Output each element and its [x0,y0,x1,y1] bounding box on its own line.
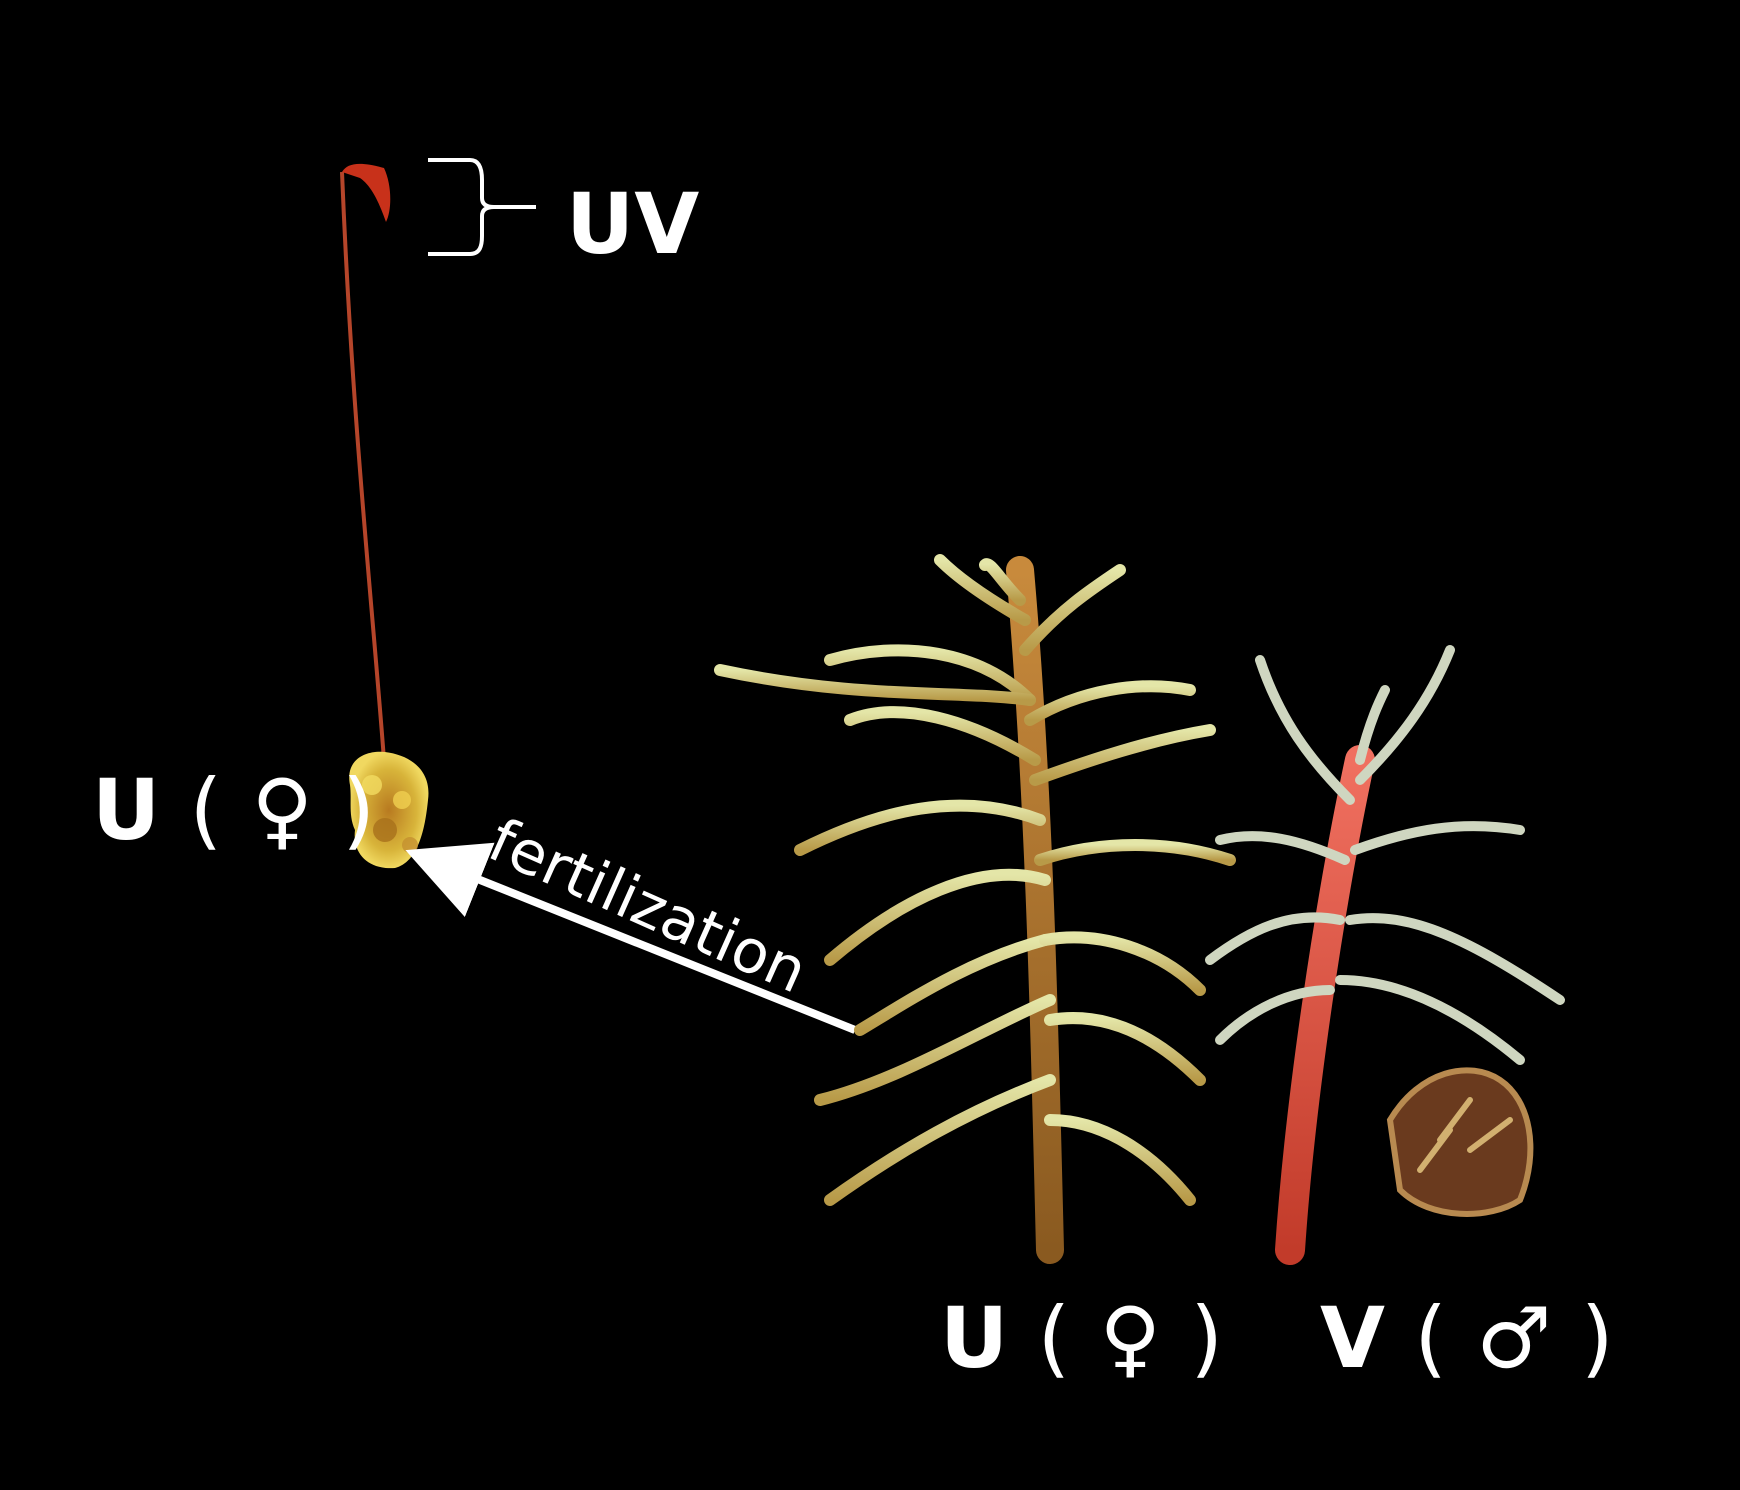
seta-stalk [340,171,386,761]
label-v-male-bottom: V ( ♂ ) [1320,1296,1614,1380]
female-gametophyte-clump [349,751,429,869]
sporophyte-capsule [342,163,391,222]
label-open-paren: ( [1414,1289,1448,1387]
label-letter: U [940,1289,1009,1387]
label-letter: U [92,761,161,859]
label-uv: UV [566,175,700,273]
female-symbol-icon: ♀ [251,761,314,859]
male-antheridial-head [1386,1067,1534,1217]
male-gametophore [1205,645,1565,1265]
label-close-paren: ) [1580,1289,1614,1387]
sporophyte [340,163,391,761]
capsule-bracket [428,158,536,256]
label-letter: V [1320,1289,1386,1387]
gametophore-photo [714,554,1565,1265]
label-open-paren: ( [189,761,223,859]
label-close-paren: ) [342,761,376,859]
male-symbol-icon: ♂ [1476,1289,1552,1387]
fertilization-arrow [405,842,857,1034]
label-u-female-bottom: U ( ♀ ) [940,1296,1223,1380]
female-gametophore [714,554,1236,1264]
female-symbol-icon: ♀ [1099,1289,1162,1387]
label-close-paren: ) [1190,1289,1224,1387]
label-open-paren: ( [1037,1289,1071,1387]
label-u-female-left: U ( ♀ ) [92,768,375,852]
